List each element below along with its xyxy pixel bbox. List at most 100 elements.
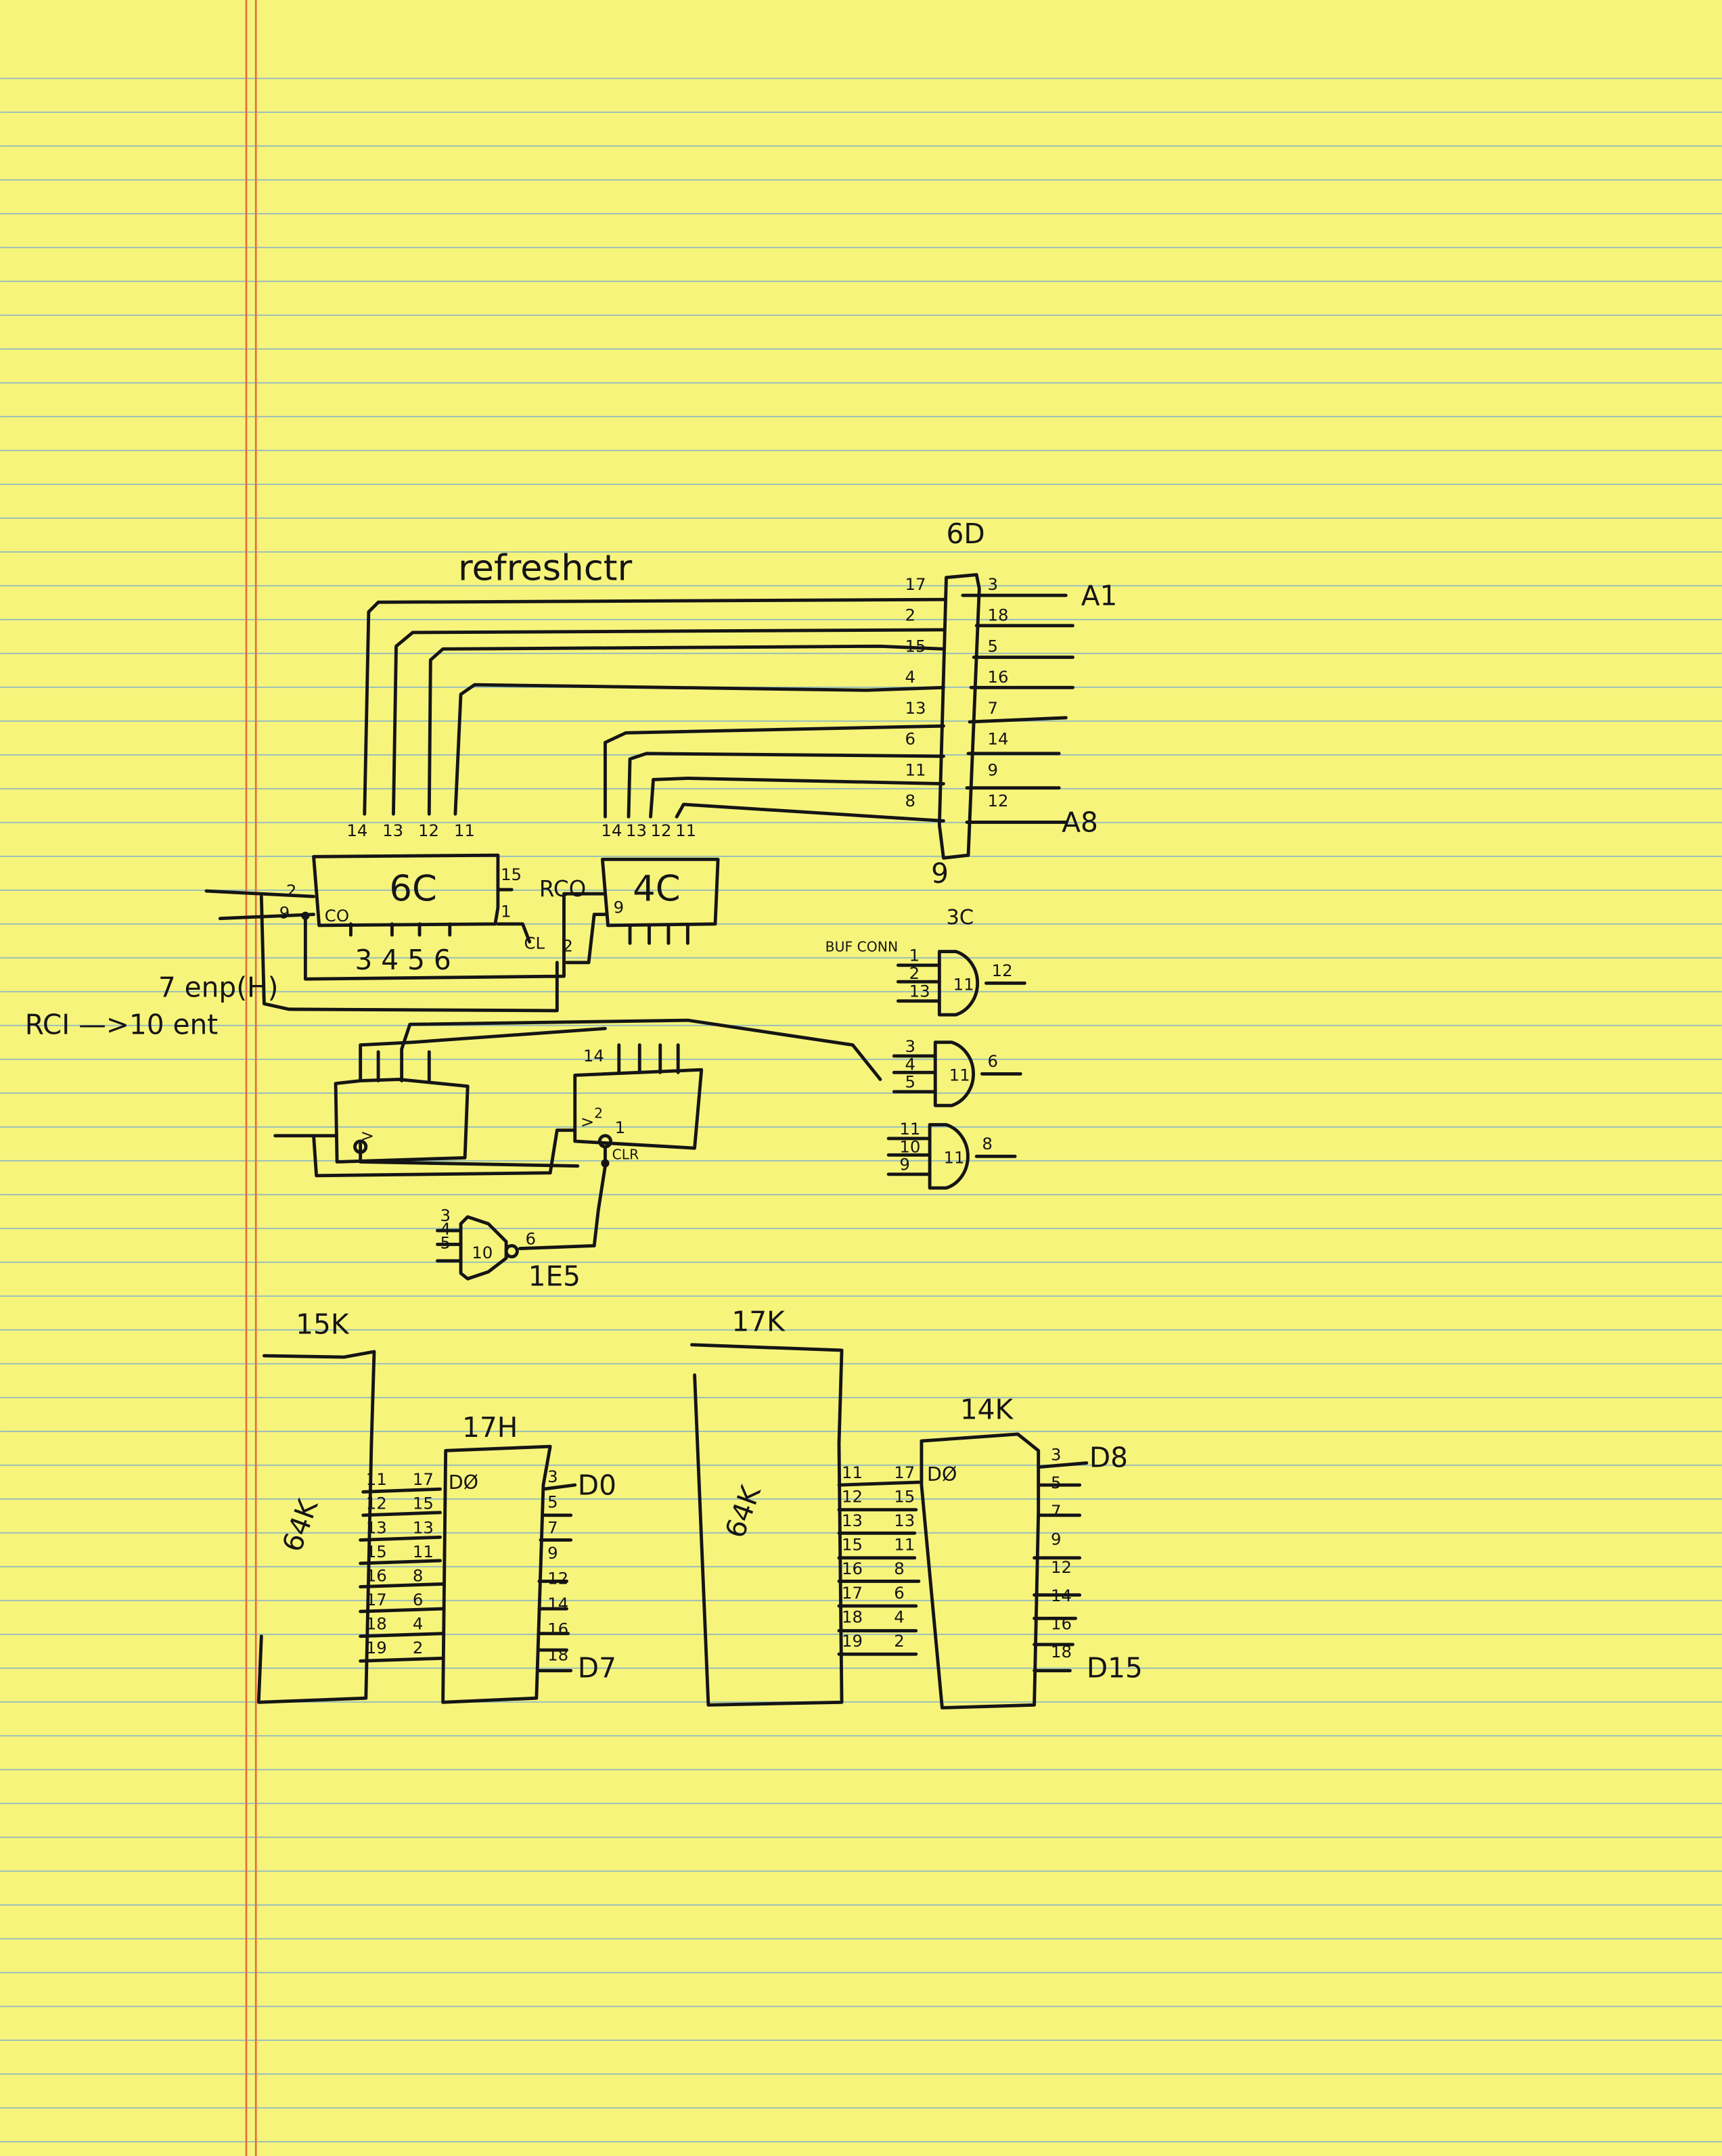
pin-number: 9	[547, 1543, 558, 1563]
pin-number: 16	[547, 1620, 568, 1639]
pin-number: 14	[987, 729, 1008, 749]
buffer-17h-label: 17H	[462, 1411, 518, 1444]
gate-input-pin: 3	[905, 1036, 916, 1056]
output-a8-label: A8	[1062, 806, 1098, 839]
pin-number: 9	[987, 760, 998, 779]
pin-number: 17	[413, 1469, 434, 1489]
gate-output-pin: 6	[987, 1051, 998, 1071]
pin-number: 17	[905, 574, 926, 594]
pin-number: 2	[413, 1638, 424, 1657]
gate-unit-label: 11	[953, 974, 974, 994]
pin-number: 16	[987, 667, 1008, 687]
pin-number: 13	[626, 821, 647, 840]
pin-number: 17	[842, 1583, 863, 1603]
output-d7-label: D7	[578, 1652, 616, 1684]
buf-conn-note: BUF CONN	[825, 939, 899, 955]
chip-6c-pin-9: 9	[279, 903, 290, 923]
pin-number: 18	[842, 1607, 863, 1626]
pin-number: 14	[547, 1594, 568, 1613]
gate-unit-label: 11	[943, 1148, 964, 1168]
ram-17k-label: 17K	[731, 1305, 786, 1337]
gate-1e-input-pins: 345	[440, 1206, 451, 1253]
inversion-bubble	[353, 1139, 368, 1154]
enp-note: 7 enp(H)	[158, 971, 279, 1004]
buffer-17h-d0-label: DØ	[449, 1471, 478, 1494]
buffer-14k-d0-label: DØ	[927, 1463, 957, 1486]
pin-number: 19	[366, 1638, 387, 1657]
pin-number: 11	[366, 1469, 387, 1489]
pin-number: 3	[987, 574, 998, 594]
chip-6c-pin-1: 1	[501, 902, 512, 921]
chip-6c-co-label: CO	[325, 906, 349, 925]
pin-number: 11	[894, 1535, 915, 1555]
pin-number: 8	[413, 1565, 424, 1585]
pin-number: 18	[366, 1614, 387, 1634]
junction-dot	[601, 1159, 610, 1168]
chip-6c-label: 6C	[389, 868, 437, 909]
pin-number: 9	[1051, 1530, 1062, 1549]
pin-number: 15	[842, 1535, 863, 1555]
pin-number: 12	[987, 791, 1008, 810]
pin-number: 6	[894, 1583, 905, 1603]
output-d8-label: D8	[1089, 1442, 1128, 1474]
pin-number: 11	[905, 760, 926, 779]
pin-number: 13	[894, 1511, 915, 1530]
output-a1-label: A1	[1081, 579, 1118, 612]
pin-number: 8	[894, 1559, 905, 1578]
chip-3c-label: 3C	[947, 906, 974, 930]
pin-number: 19	[842, 1631, 863, 1651]
buffer-14k-label: 14K	[960, 1394, 1014, 1426]
pin-number: 12	[1051, 1557, 1072, 1577]
pin-number: 3	[440, 1206, 451, 1225]
pin-number: 5	[1051, 1473, 1062, 1492]
pin-number: 15	[366, 1542, 387, 1561]
pin-number: 8	[905, 791, 916, 810]
pin-number: 4	[413, 1614, 424, 1634]
pin-number: 5	[547, 1492, 558, 1512]
pin-number: 2	[894, 1631, 905, 1651]
pin-number: 17	[894, 1463, 915, 1482]
gate-input-pin: 9	[899, 1155, 910, 1174]
pin-number: 3	[547, 1467, 558, 1486]
title-refresh-counter: refreshctr	[458, 548, 632, 589]
chip-4c-label: 4C	[633, 868, 681, 909]
pin-number: 11	[454, 821, 475, 840]
pin-number: 5	[440, 1233, 451, 1253]
gate-input-pin: 13	[909, 982, 930, 1001]
chip-6c-pin-15: 15	[501, 865, 522, 884]
pin-number: 12	[842, 1487, 863, 1507]
pin-number: 13	[382, 821, 403, 840]
gate-1e-output-pin: 6	[526, 1229, 537, 1248]
pin-number: 13	[905, 698, 926, 718]
output-d15-label: D15	[1087, 1652, 1143, 1684]
pin-number: 2	[905, 605, 916, 625]
gate-input-pin: 2	[909, 963, 920, 983]
pin-number: 4	[905, 667, 916, 687]
gate-input-pin: 10	[899, 1137, 920, 1156]
pin-number: 11	[675, 821, 696, 840]
pin-number: 12	[651, 821, 672, 840]
chip-4c-pin-9: 9	[614, 898, 625, 917]
lower-counter-clr-pin: 1	[615, 1118, 626, 1137]
pin-number: 15	[413, 1494, 434, 1513]
pin-number: 15	[894, 1487, 915, 1507]
pin-number: 17	[366, 1590, 387, 1609]
lower-counter-left: >	[273, 1018, 882, 1178]
pin-number: 16	[366, 1565, 387, 1585]
junction-dot	[301, 911, 310, 920]
pin-number: 6	[413, 1590, 424, 1609]
gate-input-pin: 5	[905, 1072, 916, 1092]
gate-unit-label: 11	[949, 1065, 970, 1085]
lower-counter-clock-pin: 2	[594, 1105, 603, 1121]
